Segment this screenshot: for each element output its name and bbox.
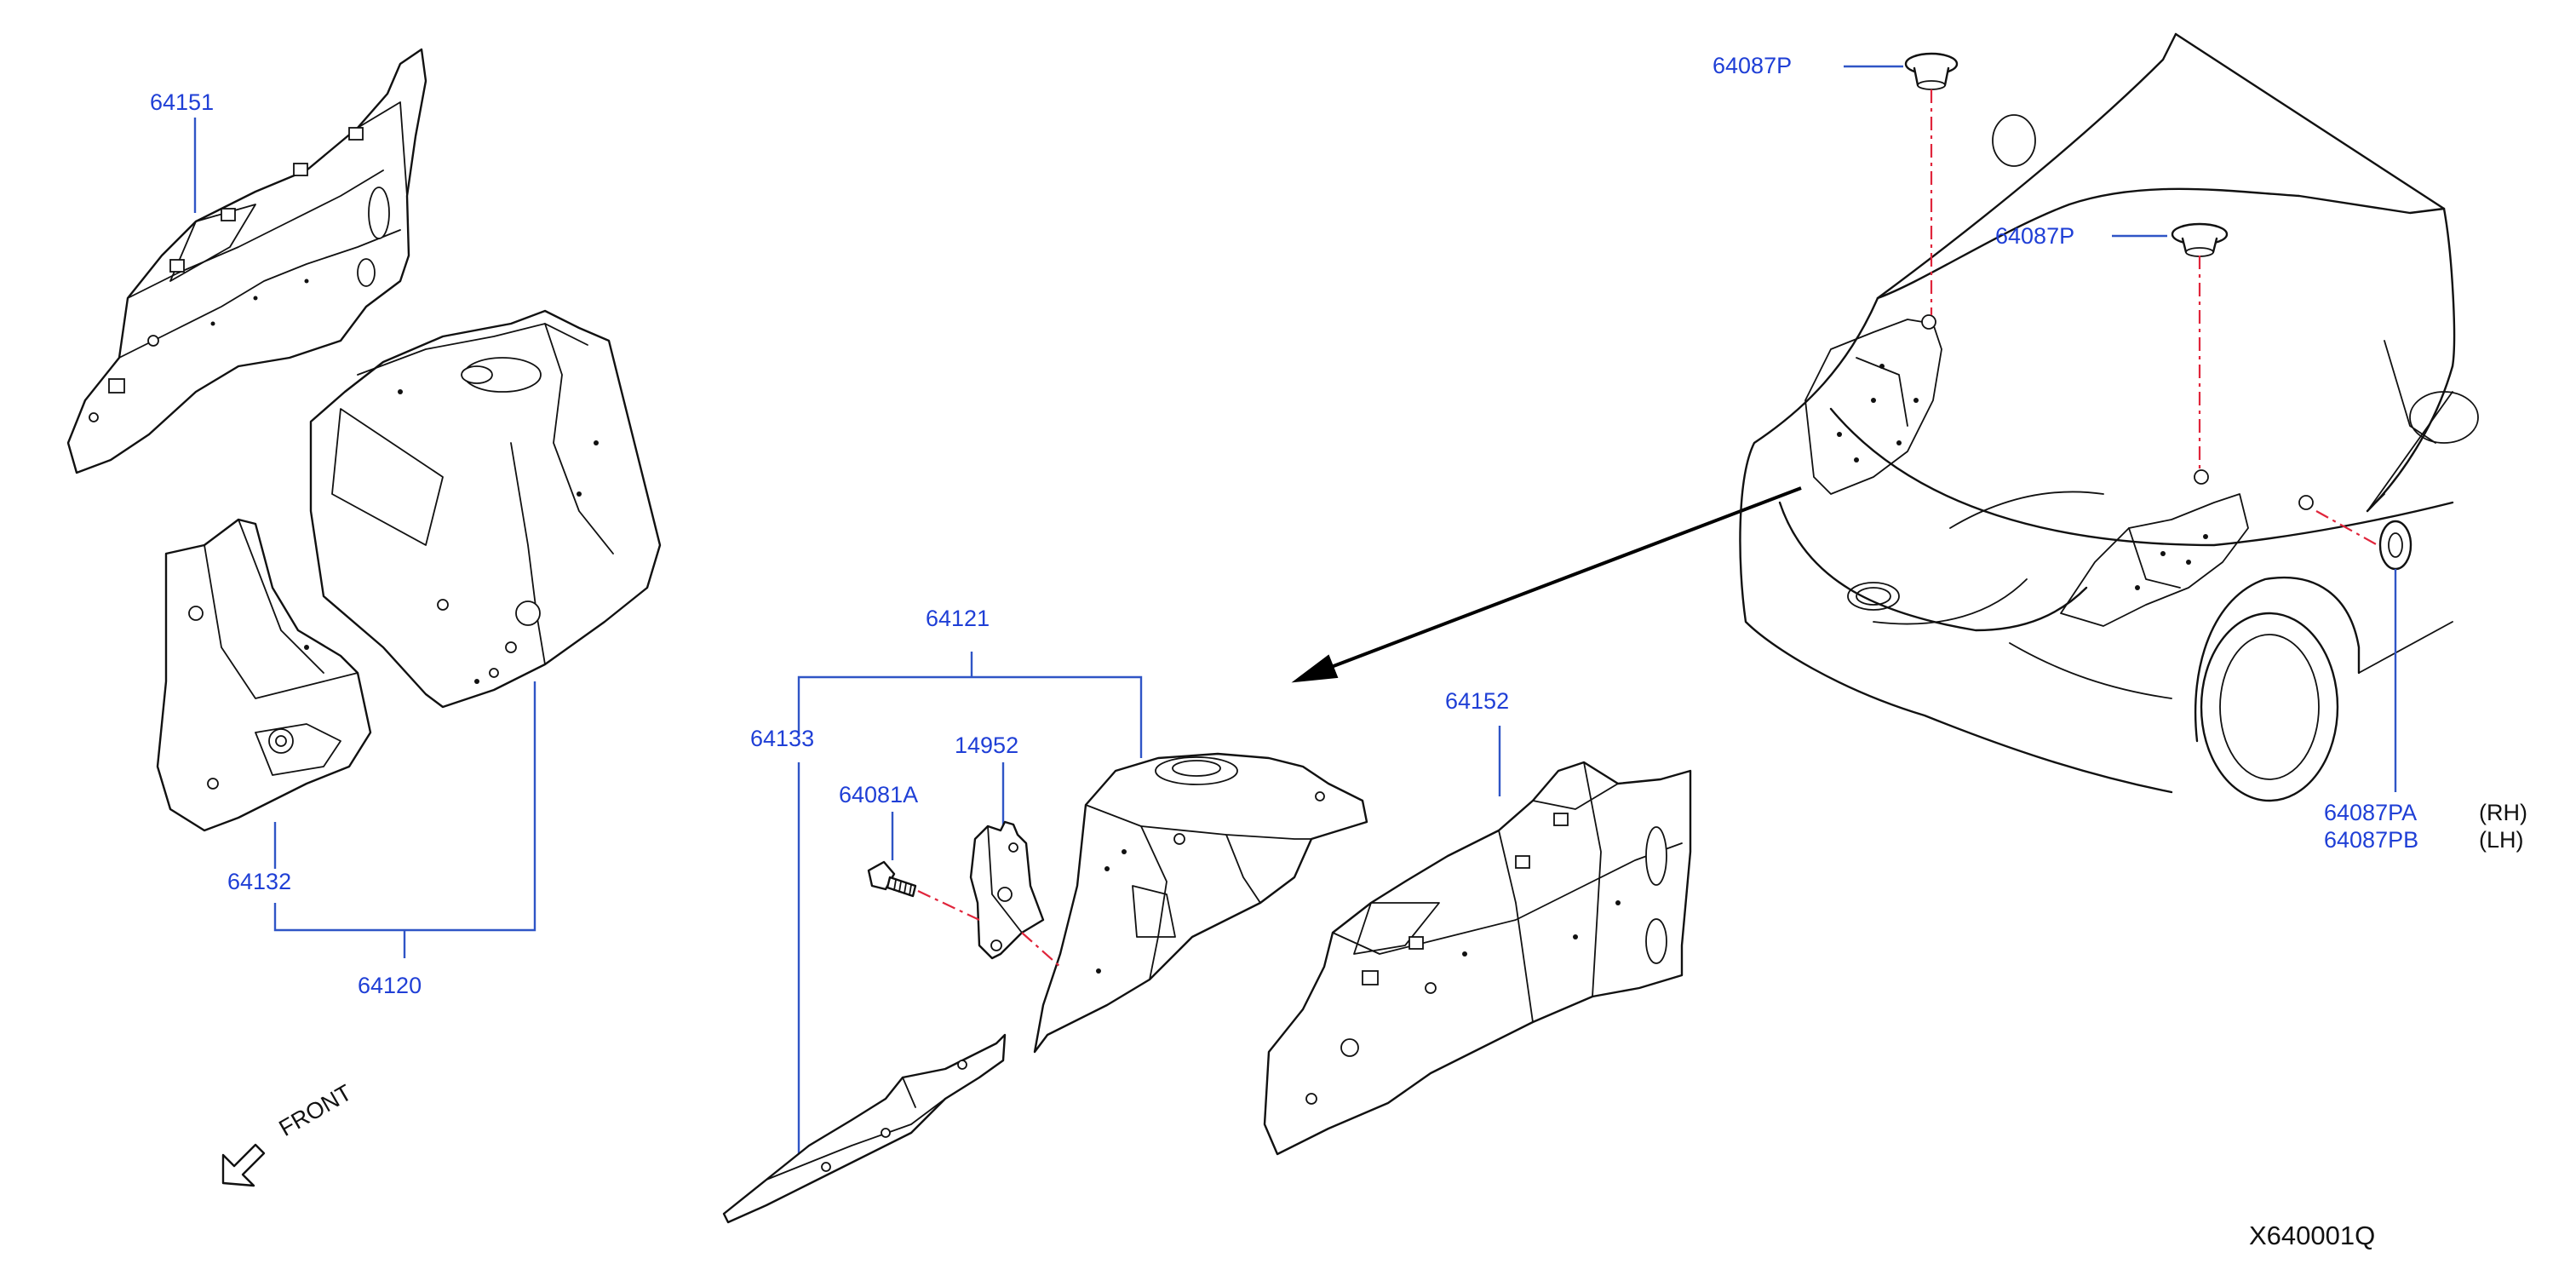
part-64152-drawing bbox=[1263, 761, 1692, 1156]
label-64151: 64151 bbox=[150, 89, 215, 115]
front-direction-arrow bbox=[221, 1143, 266, 1187]
label-64121: 64121 bbox=[926, 606, 990, 631]
label-64087PB: 64087PB bbox=[2324, 827, 2419, 853]
label-64120: 64120 bbox=[358, 973, 422, 998]
label-64152: 64152 bbox=[1445, 688, 1510, 714]
part-64120-housing-drawing bbox=[309, 309, 662, 709]
part-14952-bracket-drawing bbox=[969, 820, 1045, 960]
leader-64121 bbox=[797, 652, 1143, 758]
vehicle-drawing bbox=[1739, 32, 2479, 802]
label-rh: (RH) bbox=[2479, 800, 2527, 825]
pointer-arrow bbox=[1291, 486, 1802, 683]
label-64133: 64133 bbox=[750, 726, 815, 751]
part-64081A-bolt-drawing bbox=[867, 860, 917, 898]
label-14952: 14952 bbox=[955, 733, 1019, 758]
part-64151-drawing bbox=[66, 48, 427, 474]
label-64087PA: 64087PA bbox=[2324, 800, 2418, 825]
label-64132: 64132 bbox=[227, 869, 292, 894]
part-64121-housing-drawing bbox=[1033, 752, 1368, 1054]
centerline-bracket bbox=[1021, 932, 1061, 968]
part-64132-drawing bbox=[156, 518, 372, 832]
plug-64087PA-drawing bbox=[2378, 520, 2412, 571]
label-lh: (LH) bbox=[2479, 827, 2524, 853]
label-64087P-lower: 64087P bbox=[1995, 223, 2075, 249]
figure-code: X640001Q bbox=[2249, 1221, 2376, 1250]
centerline-bolt bbox=[917, 890, 980, 921]
label-64081A: 64081A bbox=[839, 782, 919, 807]
label-64087P-upper: 64087P bbox=[1713, 53, 1793, 78]
plug-64087P-upper-drawing bbox=[1904, 52, 1959, 90]
plug-64087P-lower-drawing bbox=[2171, 222, 2229, 257]
part-64133-drawing bbox=[722, 1033, 1007, 1224]
centerline-plug-side bbox=[2315, 510, 2378, 546]
